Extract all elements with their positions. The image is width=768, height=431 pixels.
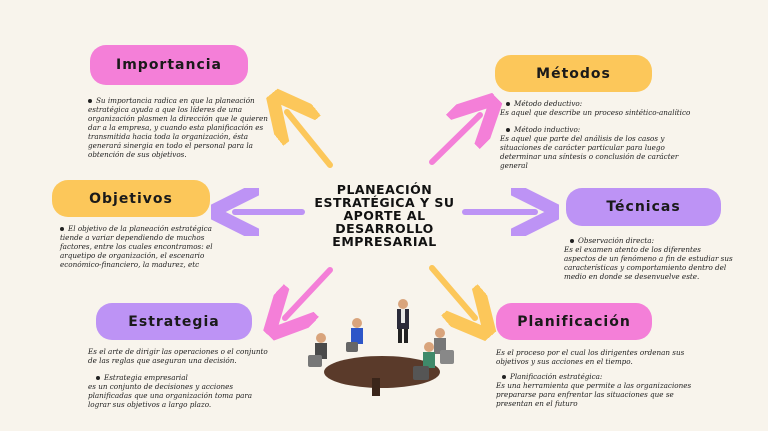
- estrategia-text: Es el arte de dirigir las operaciones o …: [88, 347, 268, 409]
- estrategia-text1: Es el arte de dirigir las operaciones o …: [88, 347, 268, 365]
- bullet-icon: [502, 375, 506, 379]
- bullet-icon: [506, 102, 510, 106]
- planificacion-text2: Es una herramienta que permite a las org…: [496, 381, 692, 408]
- metodos-text1: Es aquel que describe un proceso sintéti…: [500, 108, 691, 117]
- importancia-body: Su importancia radica en que la planeaci…: [88, 96, 268, 159]
- bullet-icon: [570, 239, 574, 243]
- bullet-icon: [88, 99, 92, 103]
- arrow-metodos: [429, 115, 480, 165]
- node-importancia: Importancia: [90, 45, 248, 85]
- node-tecnicas: Técnicas: [566, 188, 721, 226]
- bullet-icon: [96, 376, 100, 380]
- objetivos-text: El objetivo de la planeación estratégica…: [60, 224, 230, 269]
- tecnicas-text: Observación directa: Es el examen atento…: [564, 236, 734, 281]
- metodos-bullet1: Método deductivo:: [514, 99, 583, 108]
- estrategia-bullet: Estrategia empresarial: [104, 373, 188, 382]
- planificacion-text1: Es el proceso por el cual los dirigentes…: [496, 348, 685, 366]
- bullet-icon: [506, 128, 510, 132]
- tecnicas-bullet: Observación directa:: [578, 236, 654, 245]
- planificacion-bullet: Planificación estratégica:: [510, 372, 603, 381]
- center-title: PLANEACIÓN ESTRATÉGICA Y SU APORTE AL DE…: [314, 182, 455, 249]
- arrow-planificacion: [429, 265, 475, 318]
- node-planificacion: Planificación: [496, 303, 652, 340]
- arrow-importancia: [287, 112, 333, 168]
- objetivos-body: El objetivo de la planeación estratégica…: [60, 224, 213, 269]
- bullet-icon: [60, 227, 64, 231]
- arrow-estrategia: [285, 267, 333, 318]
- metodos-bullet2: Método inductivo:: [514, 125, 581, 134]
- planificacion-text: Es el proceso por el cual los dirigentes…: [496, 348, 696, 408]
- node-estrategia: Estrategia: [96, 303, 252, 340]
- metodos-text: Método deductivo: Es aquel que describe …: [500, 99, 700, 170]
- business-meeting-illustration: [308, 299, 454, 396]
- importancia-text: Su importancia radica en que la planeaci…: [88, 96, 268, 159]
- node-metodos: Métodos: [495, 55, 652, 92]
- node-objetivos: Objetivos: [52, 180, 210, 217]
- estrategia-text2: es un conjunto de decisiones y acciones …: [88, 382, 253, 409]
- tecnicas-body: Es el examen atento de los diferentes as…: [564, 245, 733, 281]
- metodos-text2: Es aquel que parte del análisis de los c…: [500, 134, 679, 170]
